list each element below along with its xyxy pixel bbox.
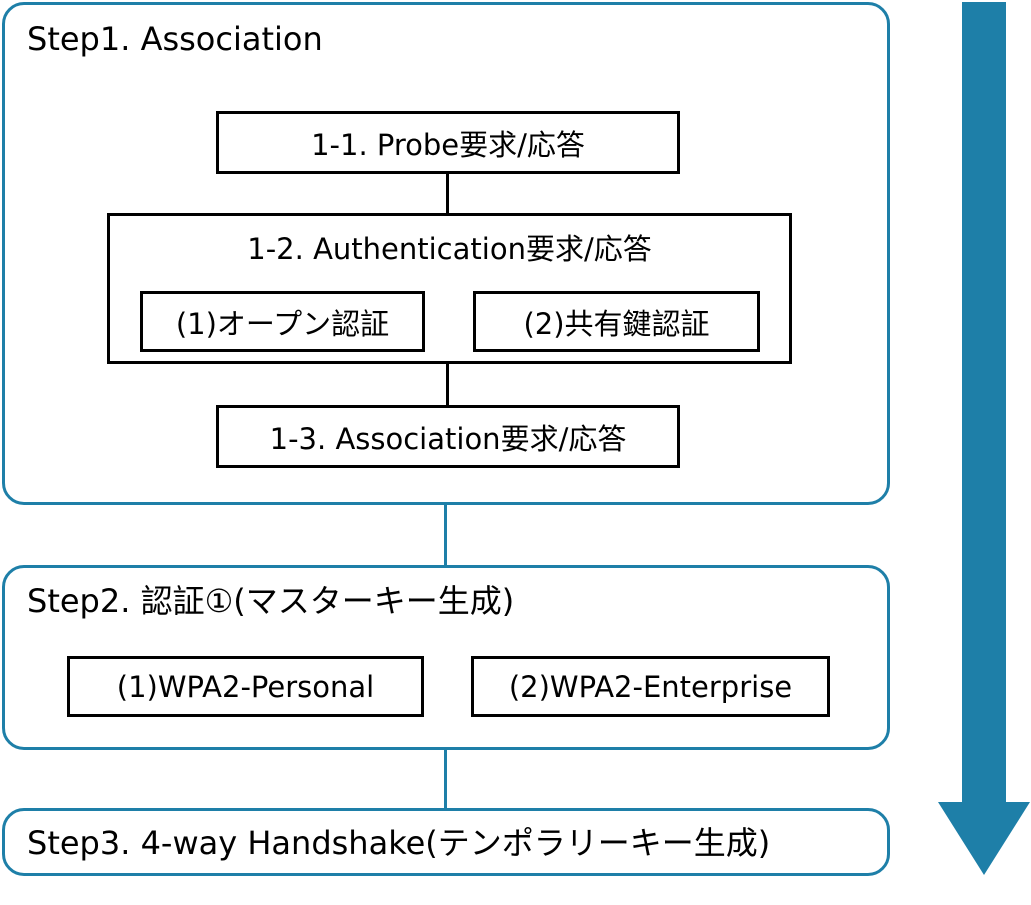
connector-auth-association <box>446 361 449 408</box>
wpa2-enterprise-label: (2)WPA2-Enterprise <box>508 669 793 704</box>
shared-key-auth-box: (2)共有鍵認証 <box>473 291 760 352</box>
open-auth-label: (1)オープン認証 <box>175 306 390 341</box>
wpa2-enterprise-box: (2)WPA2-Enterprise <box>471 656 830 717</box>
connector-probe-auth <box>446 171 449 216</box>
step1-box: Step1. Association 1-1. Probe要求/応答 1-2. … <box>2 2 890 505</box>
open-auth-box: (1)オープン認証 <box>140 291 425 352</box>
association-request-label: 1-3. Association要求/応答 <box>269 421 627 456</box>
step2-title: Step2. 認証①(マスターキー生成) <box>27 582 515 620</box>
flow-arrow-shape <box>938 2 1030 875</box>
connector-step1-step2 <box>444 502 447 568</box>
authentication-group: 1-2. Authentication要求/応答 (1)オープン認証 (2)共有… <box>107 213 792 364</box>
probe-request-label: 1-1. Probe要求/応答 <box>311 127 585 162</box>
shared-key-auth-label: (2)共有鍵認証 <box>523 306 710 341</box>
wpa2-personal-box: (1)WPA2-Personal <box>67 656 424 717</box>
connector-step2-step3 <box>444 748 447 810</box>
step2-box: Step2. 認証①(マスターキー生成) (1)WPA2-Personal (2… <box>2 565 890 750</box>
step3-box: Step3. 4-way Handshake(テンポラリーキー生成) <box>2 808 890 876</box>
authentication-title: 1-2. Authentication要求/応答 <box>247 232 652 266</box>
association-request-box: 1-3. Association要求/応答 <box>216 405 680 468</box>
step3-title: Step3. 4-way Handshake(テンポラリーキー生成) <box>27 824 771 862</box>
probe-request-box: 1-1. Probe要求/応答 <box>216 111 680 174</box>
step1-title: Step1. Association <box>27 20 323 58</box>
wpa2-personal-label: (1)WPA2-Personal <box>116 669 375 704</box>
flow-down-arrow-icon <box>938 2 1030 875</box>
